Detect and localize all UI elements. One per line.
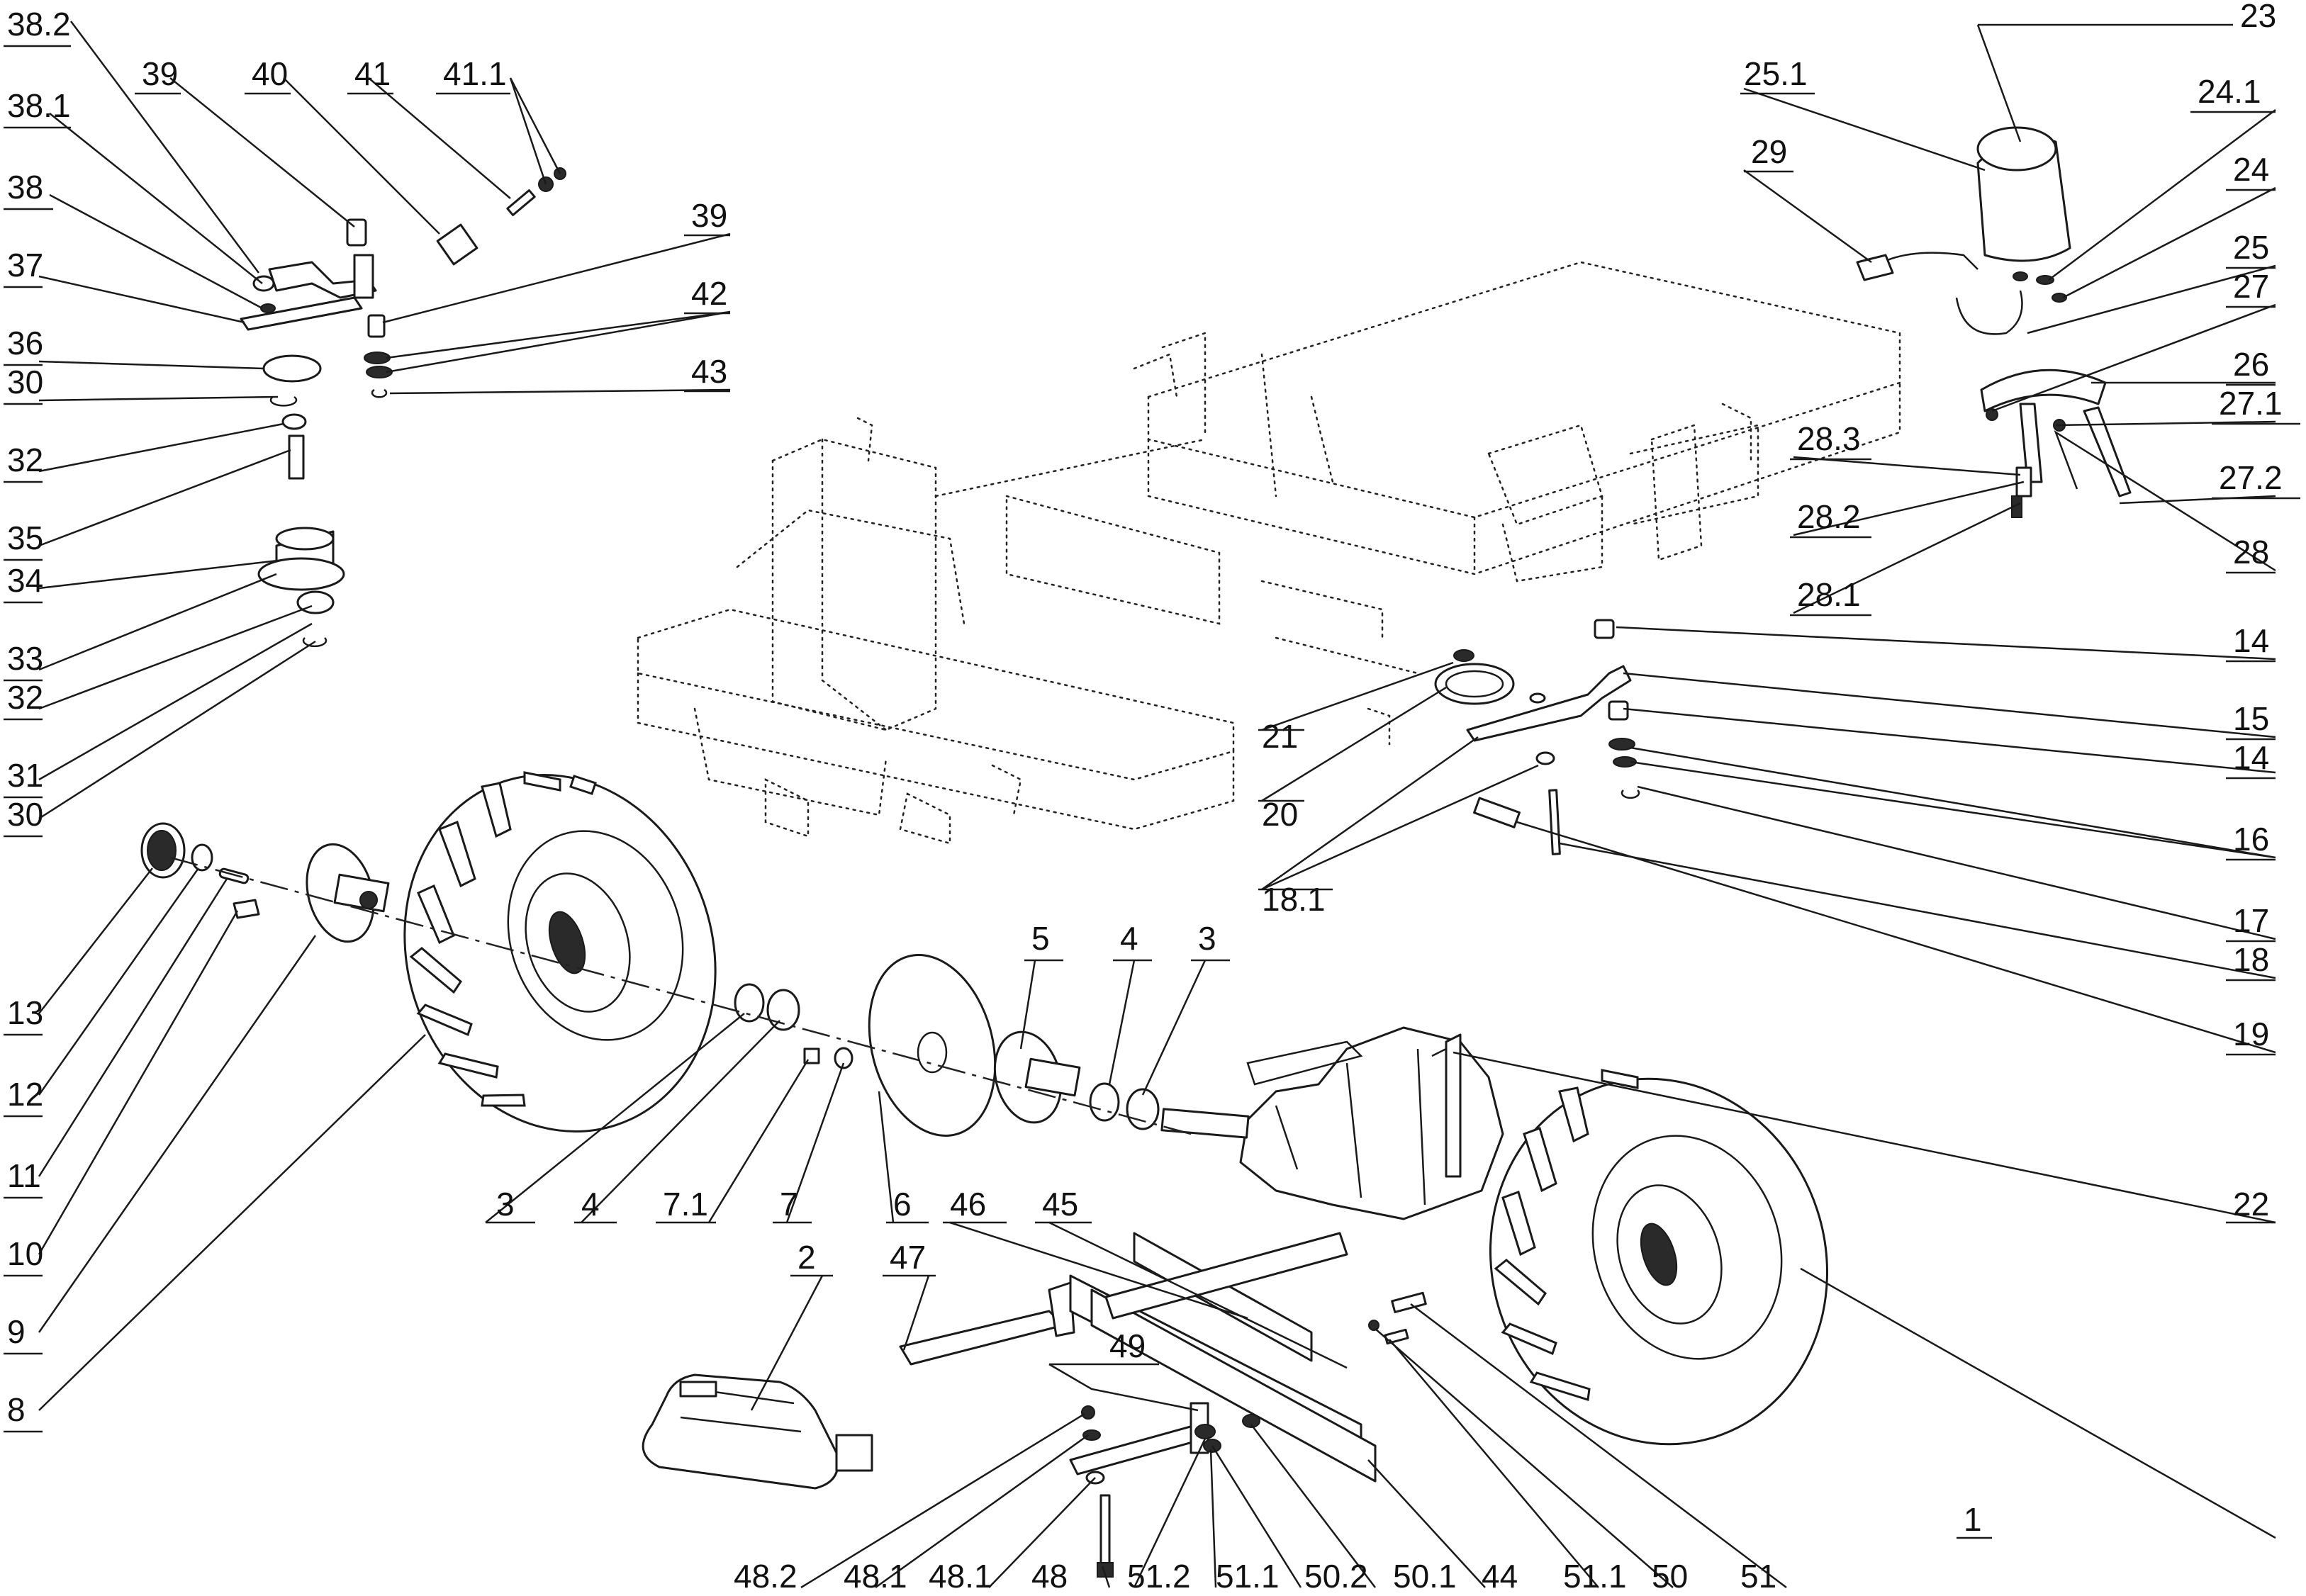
callout-38-1: 38.1 bbox=[7, 87, 71, 124]
callout-2: 2 bbox=[797, 1239, 816, 1276]
right-wheel bbox=[1489, 1069, 1829, 1446]
callout-27-2: 27.2 bbox=[2219, 459, 2283, 496]
callout-48-2: 48.2 bbox=[734, 1558, 797, 1595]
pulley-lever-assembly bbox=[1434, 619, 1640, 855]
callout-14-bottom: 14 bbox=[2233, 739, 2269, 776]
callout-35: 35 bbox=[7, 519, 43, 556]
callout-36: 36 bbox=[7, 325, 43, 361]
callout-13: 13 bbox=[7, 994, 43, 1031]
callout-33: 33 bbox=[7, 640, 43, 677]
callout-6: 6 bbox=[893, 1186, 912, 1223]
callout-50-2: 50.2 bbox=[1304, 1558, 1368, 1595]
lower-bracket-assembly bbox=[642, 1232, 1427, 1578]
callout-32-bottom: 32 bbox=[7, 679, 43, 716]
callout-8: 8 bbox=[7, 1391, 26, 1428]
callout-32-top: 32 bbox=[7, 442, 43, 478]
callout-48-1-left: 48.1 bbox=[844, 1558, 907, 1595]
callout-28-2: 28.2 bbox=[1797, 498, 1861, 535]
callout-44: 44 bbox=[1482, 1558, 1518, 1595]
callout-30-top: 30 bbox=[7, 364, 43, 400]
callout-labels: 38.2 38.1 38 37 36 30 32 35 34 33 32 31 … bbox=[4, 0, 2300, 1595]
callout-41: 41 bbox=[354, 55, 391, 92]
callout-12: 12 bbox=[7, 1076, 43, 1113]
callout-22: 22 bbox=[2233, 1186, 2269, 1223]
callout-16: 16 bbox=[2233, 821, 2269, 858]
oil-reservoir bbox=[1856, 126, 2132, 518]
callout-4-left: 4 bbox=[581, 1186, 600, 1223]
callout-45: 45 bbox=[1042, 1186, 1078, 1223]
callout-28-3: 28.3 bbox=[1797, 420, 1861, 457]
callout-39-right: 39 bbox=[691, 197, 727, 234]
callout-25-1: 25.1 bbox=[1744, 55, 1808, 92]
callout-47: 47 bbox=[890, 1239, 926, 1276]
callout-3-left: 3 bbox=[496, 1186, 515, 1223]
callout-51-1-left: 51.1 bbox=[1216, 1558, 1280, 1595]
callout-37: 37 bbox=[7, 247, 43, 283]
callout-25: 25 bbox=[2233, 229, 2269, 266]
callout-11: 11 bbox=[7, 1157, 41, 1194]
callout-28-1: 28.1 bbox=[1797, 576, 1861, 613]
callout-1: 1 bbox=[1964, 1501, 1982, 1538]
callout-34: 34 bbox=[7, 562, 43, 599]
callout-39-top: 39 bbox=[142, 55, 178, 92]
callout-17: 17 bbox=[2233, 902, 2269, 939]
callout-50: 50 bbox=[1652, 1558, 1688, 1595]
callout-27: 27 bbox=[2233, 268, 2269, 305]
callout-9: 9 bbox=[7, 1313, 26, 1350]
callout-18: 18 bbox=[2233, 941, 2269, 978]
callout-48-1-right: 48.1 bbox=[929, 1558, 992, 1595]
callout-4-right: 4 bbox=[1120, 920, 1138, 957]
callout-24: 24 bbox=[2233, 151, 2269, 188]
left-axle-parts bbox=[140, 822, 1192, 1137]
callout-24-1: 24.1 bbox=[2198, 73, 2261, 110]
callout-51: 51 bbox=[1740, 1558, 1776, 1595]
callout-23: 23 bbox=[2240, 0, 2276, 34]
callout-5: 5 bbox=[1031, 920, 1050, 957]
callout-31: 31 bbox=[7, 757, 43, 794]
callout-48: 48 bbox=[1031, 1558, 1068, 1595]
callout-3-right: 3 bbox=[1198, 920, 1216, 957]
left-wheel bbox=[403, 771, 717, 1133]
callout-41-1: 41.1 bbox=[443, 55, 507, 92]
callout-28: 28 bbox=[2233, 534, 2269, 571]
callout-29: 29 bbox=[1751, 133, 1787, 170]
leader-lines bbox=[38, 21, 2276, 1589]
callout-38-2: 38.2 bbox=[7, 6, 71, 43]
callout-30-bottom: 30 bbox=[7, 796, 43, 833]
callout-10: 10 bbox=[7, 1235, 43, 1272]
callout-51-1-right: 51.1 bbox=[1563, 1558, 1627, 1595]
callout-26: 26 bbox=[2233, 346, 2269, 383]
callout-21: 21 bbox=[1262, 718, 1298, 755]
callout-40: 40 bbox=[252, 55, 288, 92]
callout-18-1: 18.1 bbox=[1262, 881, 1326, 918]
transaxle bbox=[1160, 1026, 1504, 1220]
callout-7: 7 bbox=[780, 1186, 798, 1223]
callout-38: 38 bbox=[7, 169, 43, 206]
callout-15: 15 bbox=[2233, 700, 2269, 737]
callout-51-2: 51.2 bbox=[1127, 1558, 1191, 1595]
callout-42: 42 bbox=[691, 275, 727, 312]
callout-7-1: 7.1 bbox=[663, 1186, 708, 1223]
callout-27-1: 27.1 bbox=[2219, 385, 2283, 422]
callout-14-top: 14 bbox=[2233, 622, 2269, 659]
callout-50-1: 50.1 bbox=[1393, 1558, 1457, 1595]
callout-46: 46 bbox=[950, 1186, 986, 1223]
callout-43: 43 bbox=[691, 353, 727, 390]
steering-lever-assembly bbox=[240, 167, 566, 648]
callout-20: 20 bbox=[1262, 796, 1298, 833]
chassis-frame bbox=[637, 261, 1901, 845]
callout-49: 49 bbox=[1109, 1327, 1146, 1364]
callout-19: 19 bbox=[2233, 1016, 2269, 1052]
